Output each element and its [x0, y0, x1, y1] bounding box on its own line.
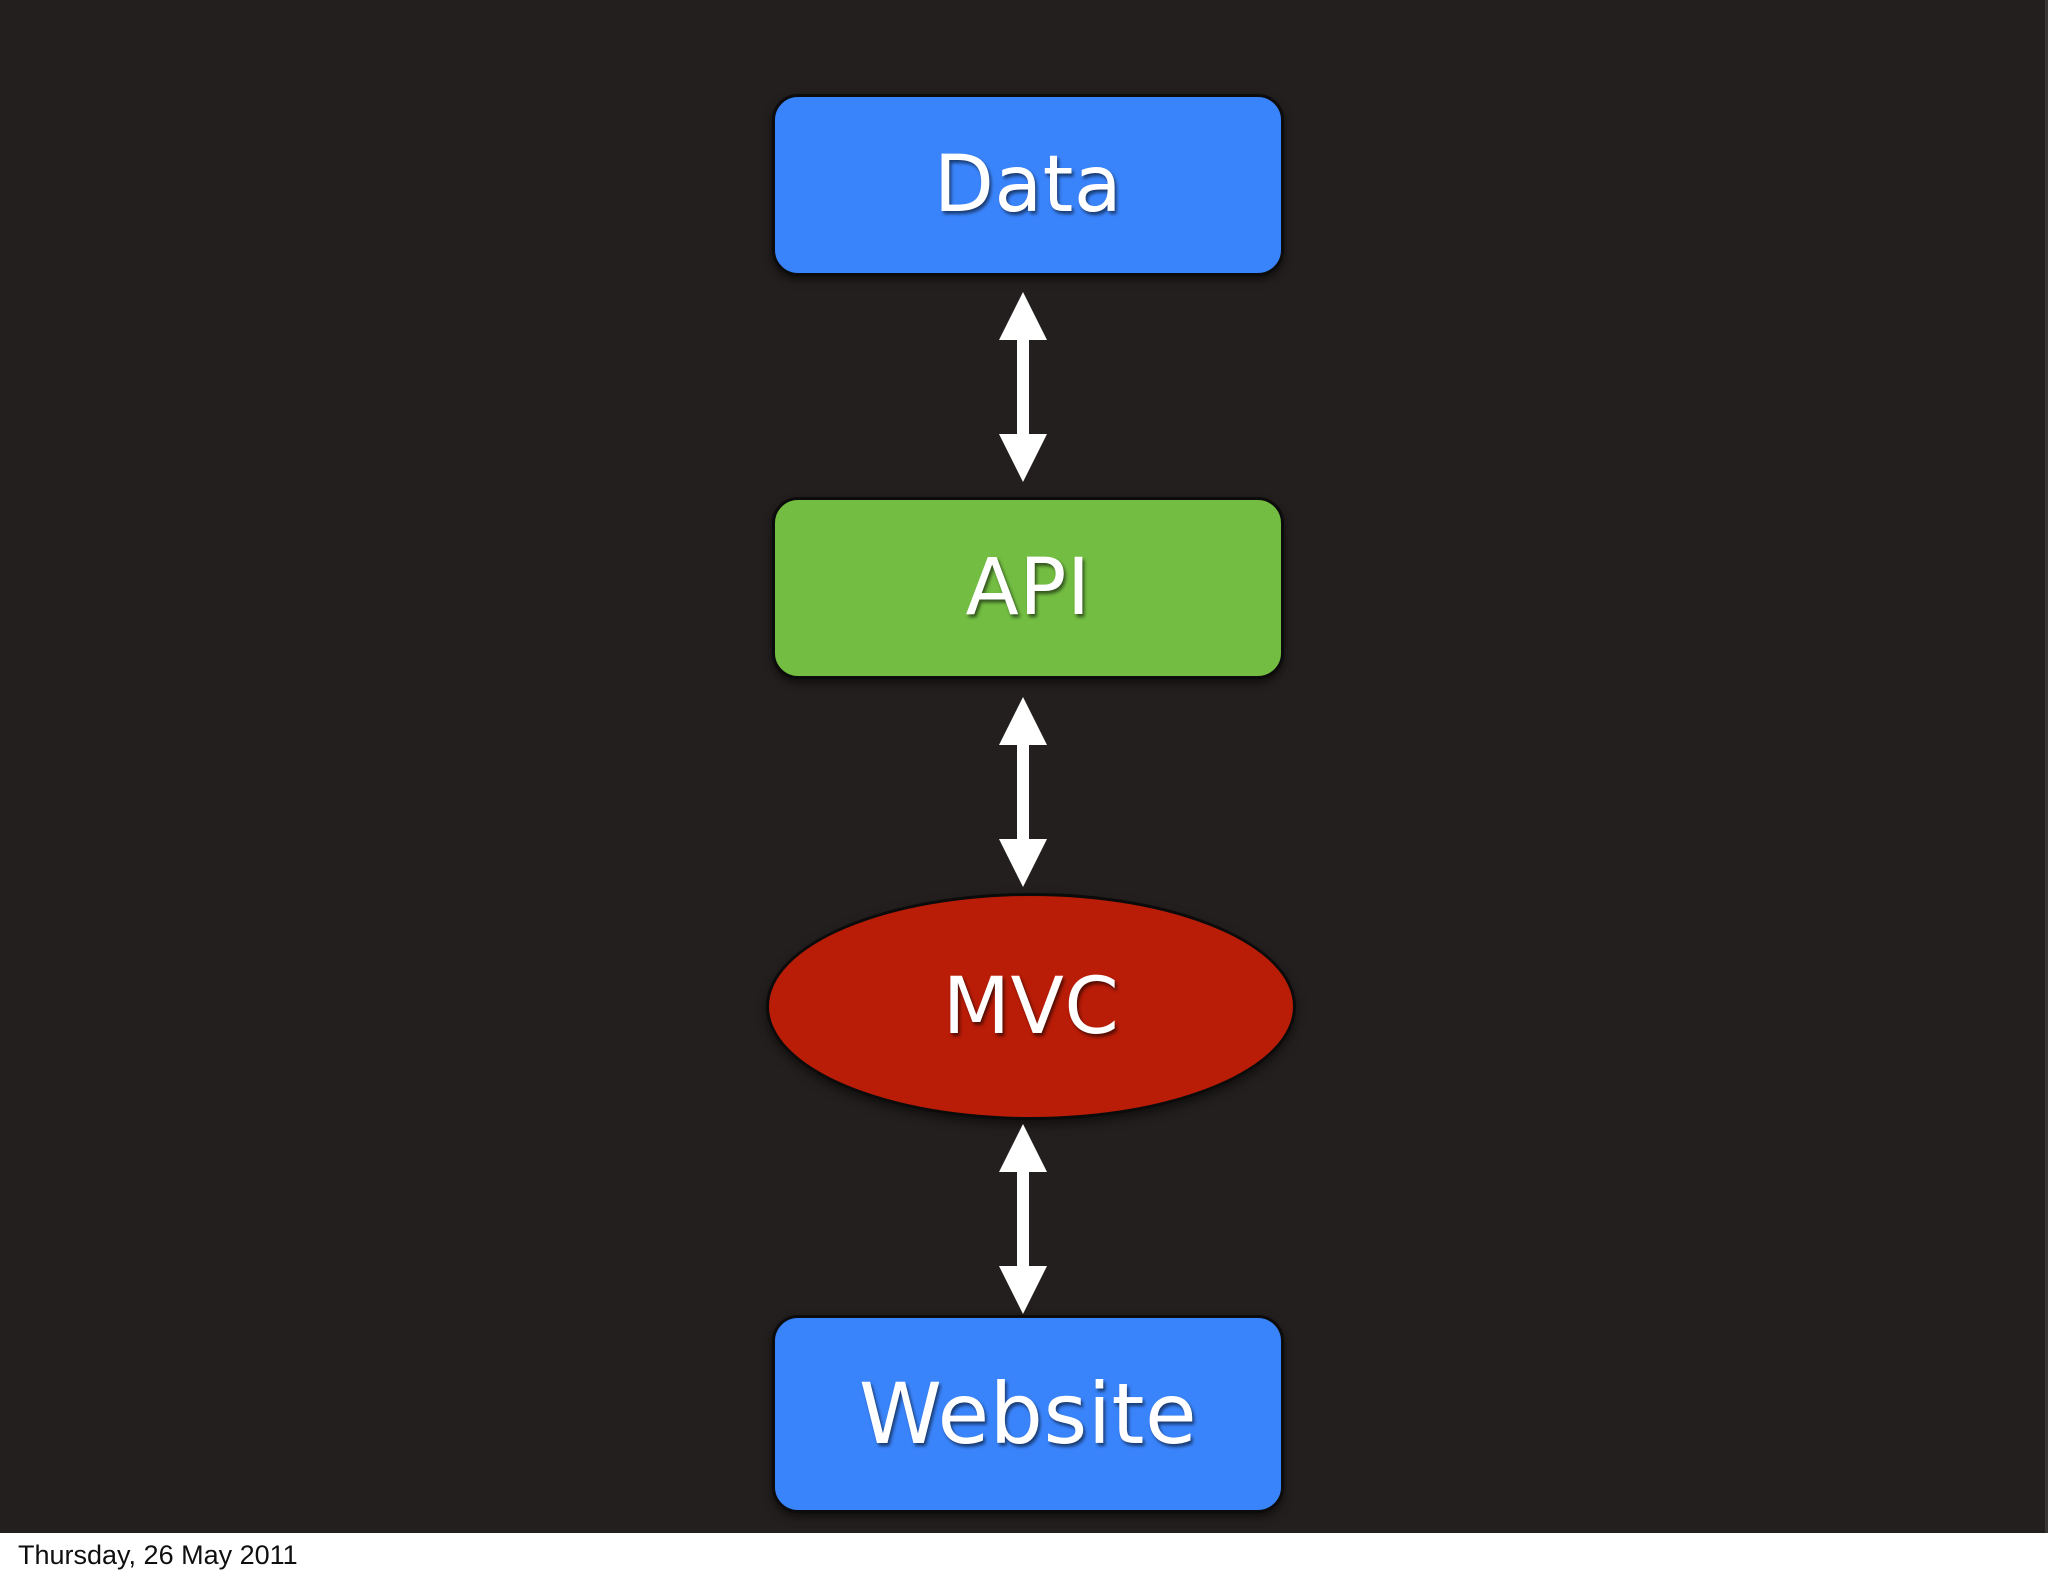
connector-data-api [995, 292, 1051, 482]
footer-date: Thursday, 26 May 2011 [18, 1540, 298, 1570]
double-headed-arrow-icon [999, 292, 1047, 482]
double-headed-arrow-icon [999, 1124, 1047, 1314]
diagram-node-website[interactable]: Website [772, 1315, 1284, 1513]
connector-api-mvc [995, 697, 1051, 887]
diagram-node-api[interactable]: API [772, 497, 1284, 679]
slide-canvas: Data API MVC Webs [0, 0, 2048, 1533]
diagram-node-mvc-label: MVC [942, 961, 1120, 1052]
diagram-node-mvc[interactable]: MVC [766, 893, 1296, 1120]
diagram-node-api-label: API [965, 543, 1091, 633]
double-headed-arrow-icon [999, 697, 1047, 887]
connector-mvc-website [995, 1124, 1051, 1314]
slide-footer: Thursday, 26 May 2011 [0, 1533, 2048, 1576]
diagram-node-data[interactable]: Data [772, 94, 1284, 276]
diagram-node-data-label: Data [933, 140, 1123, 230]
diagram-node-website-label: Website [858, 1365, 1198, 1463]
